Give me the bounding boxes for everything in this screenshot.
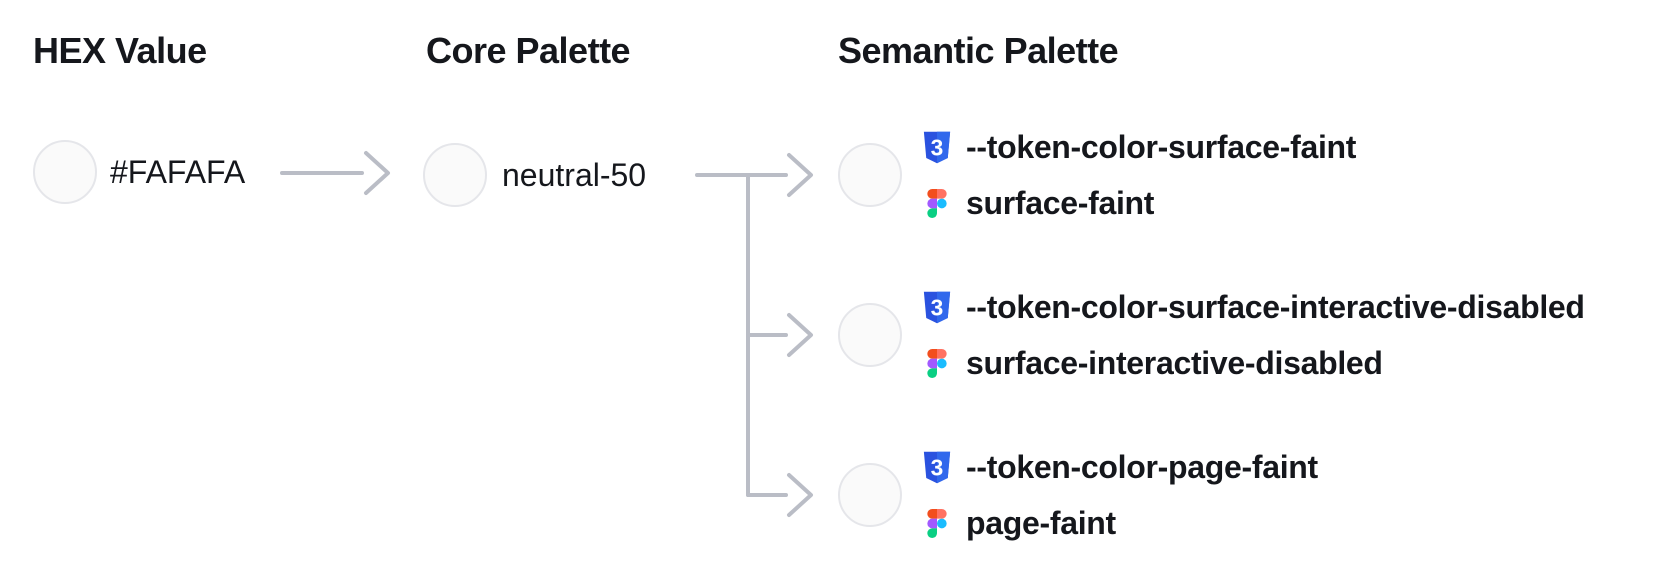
figma-token-line: surface-interactive-disabled: [923, 344, 1585, 382]
core-color-swatch: [423, 143, 487, 207]
hex-color-swatch: [33, 140, 97, 204]
svg-text:3: 3: [931, 134, 944, 160]
css3-shield-icon: 3: [923, 290, 951, 324]
semantic-color-swatch: [838, 143, 902, 207]
token-name-lines: 3 --token-color-surface-faint surface-fa…: [923, 128, 1356, 222]
figma-style-name: surface-faint: [966, 185, 1155, 221]
heading-core-palette: Core Palette: [426, 30, 631, 71]
svg-text:3: 3: [931, 294, 944, 320]
semantic-token-row: 3 --token-color-surface-faint surface-fa…: [838, 119, 1356, 231]
core-palette-label: neutral-50: [502, 157, 647, 193]
css-variable-name: --token-color-surface-faint: [966, 129, 1357, 165]
semantic-color-swatch: [838, 303, 902, 367]
figma-style-name: surface-interactive-disabled: [966, 345, 1383, 381]
token-name-lines: 3 --token-color-surface-interactive-disa…: [923, 288, 1585, 382]
css-token-line: 3 --token-color-surface-faint: [923, 128, 1356, 166]
figma-token-line: page-faint: [923, 504, 1318, 542]
figma-logo-icon: [923, 506, 951, 540]
arrow-core-to-semantic-3: [746, 473, 813, 517]
css3-shield-icon: 3: [923, 130, 951, 164]
arrow-core-to-semantic-1: [695, 153, 813, 197]
figma-logo-icon: [923, 186, 951, 220]
css-variable-name: --token-color-page-faint: [966, 449, 1318, 485]
heading-semantic-palette: Semantic Palette: [838, 30, 1119, 71]
css3-shield-icon: 3: [923, 450, 951, 484]
svg-text:3: 3: [931, 454, 944, 480]
css-token-line: 3 --token-color-surface-interactive-disa…: [923, 288, 1585, 326]
figma-token-line: surface-faint: [923, 184, 1356, 222]
semantic-token-row: 3 --token-color-surface-interactive-disa…: [838, 279, 1585, 391]
token-name-lines: 3 --token-color-page-faint page-faint: [923, 448, 1318, 542]
heading-hex-value: HEX Value: [33, 30, 207, 71]
css-token-line: 3 --token-color-page-faint: [923, 448, 1318, 486]
hex-value-label: #FAFAFA: [110, 154, 246, 190]
semantic-color-swatch: [838, 463, 902, 527]
semantic-token-row: 3 --token-color-page-faint page-faint: [838, 439, 1318, 551]
arrow-core-to-semantic-2: [746, 313, 813, 357]
arrow-hex-to-core: [280, 151, 390, 195]
figma-logo-icon: [923, 346, 951, 380]
css-variable-name: --token-color-surface-interactive-disabl…: [966, 289, 1585, 325]
figma-style-name: page-faint: [966, 505, 1116, 541]
